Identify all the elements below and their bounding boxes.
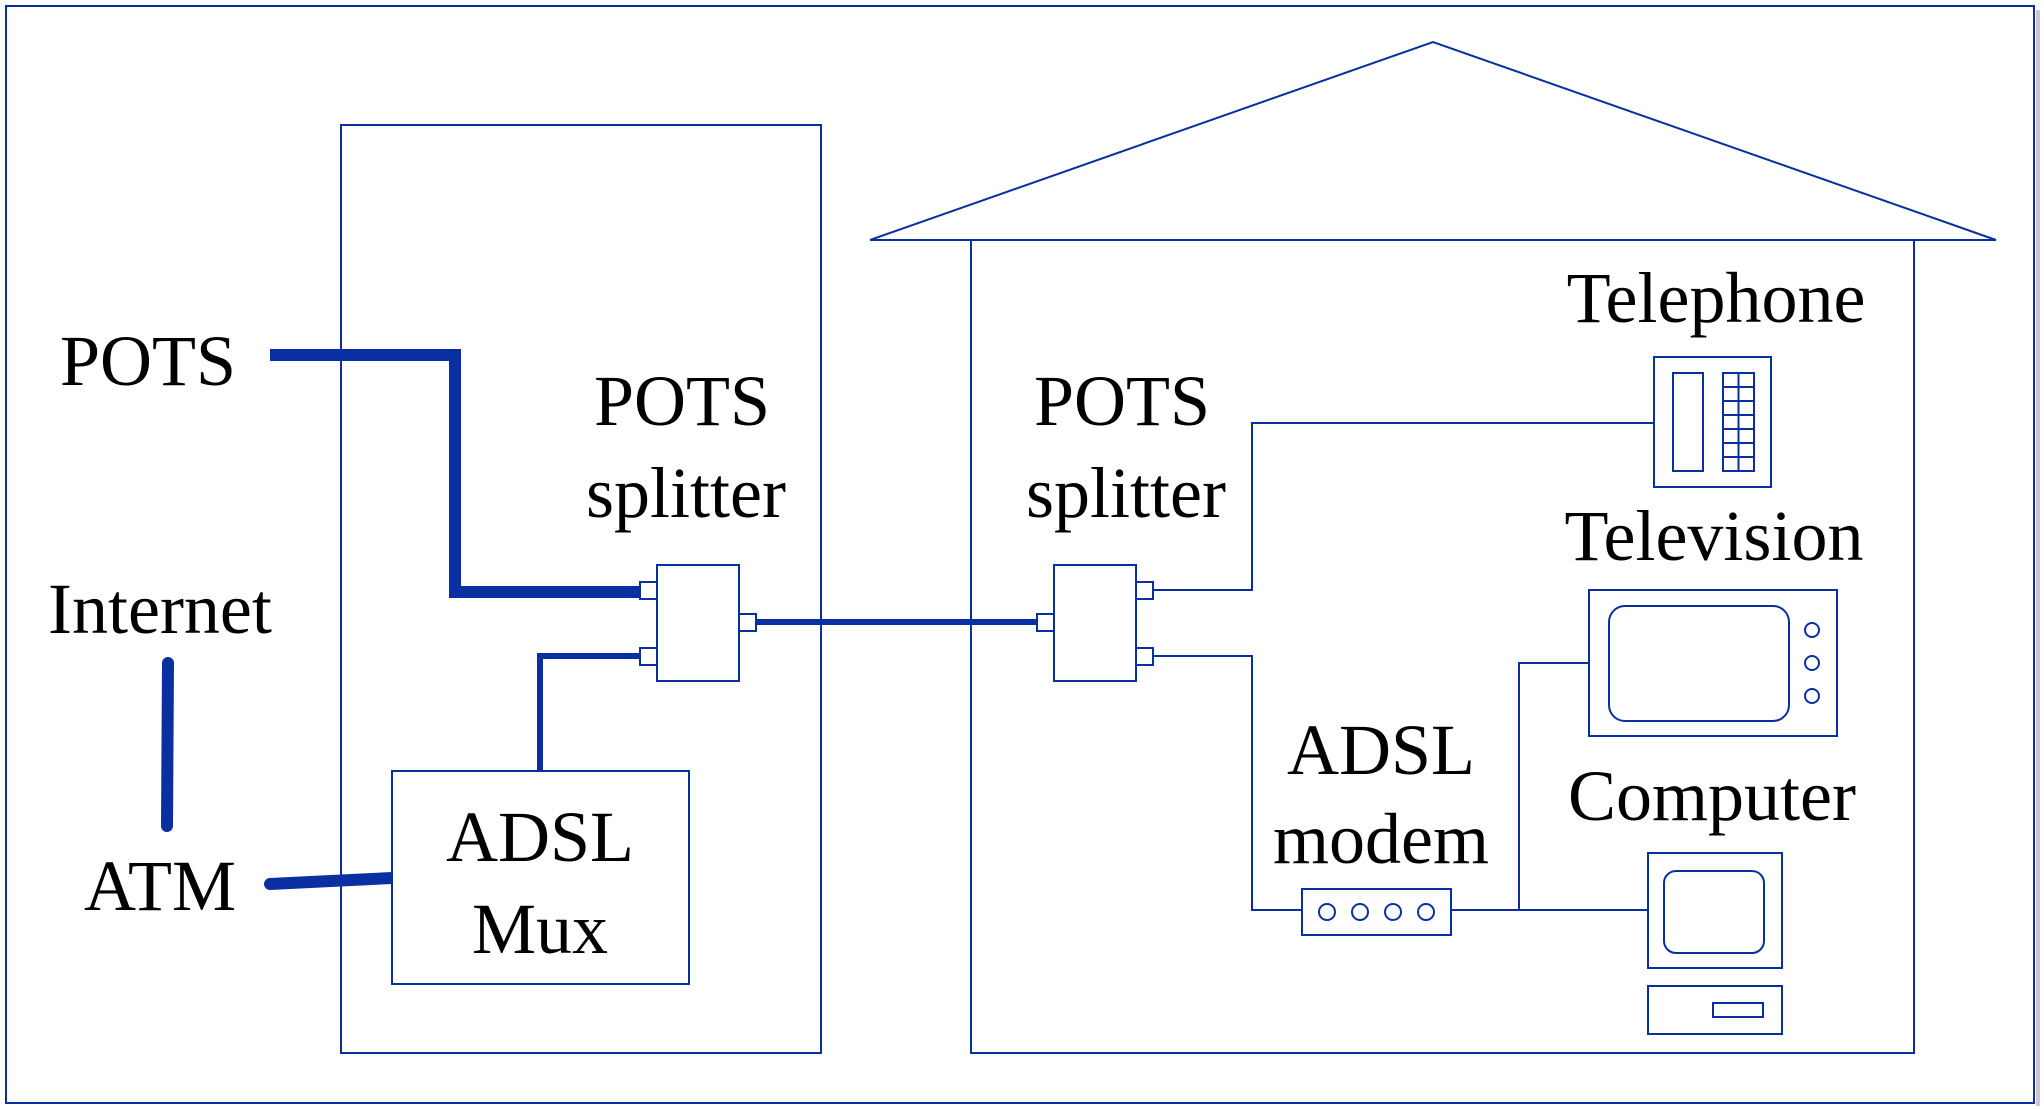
modem-line — [1153, 655, 1302, 911]
tv-knob-1 — [1804, 622, 1820, 638]
home-pots-splitter — [1053, 564, 1137, 682]
modem-label-line2: modem — [1273, 799, 1489, 879]
telephone-label: Telephone — [1567, 258, 1866, 338]
adsl-modem — [1301, 888, 1452, 936]
computer-drive-slot — [1712, 1002, 1764, 1018]
mux-label-line2: Mux — [472, 889, 608, 969]
co-splitter-port-pots — [639, 581, 658, 600]
co-splitter-label-line1: POTS — [594, 361, 770, 441]
television-icon — [1588, 589, 1838, 737]
pots-label: POTS — [60, 321, 236, 401]
central-office-box — [340, 124, 822, 1054]
atm-label: ATM — [84, 846, 236, 926]
modem-tv-line — [1451, 662, 1589, 911]
computer-base-icon — [1647, 985, 1783, 1035]
adsl-mux-box — [391, 770, 690, 985]
tv-knob-3 — [1804, 688, 1820, 704]
home-splitter-label-line2: splitter — [1026, 453, 1226, 533]
modem-led-3 — [1384, 903, 1402, 921]
home-splitter-port-phone — [1135, 581, 1154, 600]
television-screen — [1608, 605, 1790, 722]
co-splitter-port-line — [738, 613, 757, 632]
house-roof — [869, 40, 1997, 241]
home-splitter-port-line — [1036, 613, 1055, 632]
computer-label: Computer — [1568, 756, 1856, 836]
pots-line — [270, 349, 640, 598]
home-splitter-port-data — [1135, 647, 1154, 666]
telephone-handset — [1672, 372, 1704, 472]
modem-led-2 — [1351, 903, 1369, 921]
atm-mux-line — [264, 872, 398, 890]
mux-label-line1: ADSL — [446, 797, 634, 877]
television-label: Television — [1565, 496, 1864, 576]
mux-splitter-line — [537, 653, 640, 770]
co-splitter-port-mux — [639, 647, 658, 666]
co-pots-splitter — [656, 564, 740, 682]
modem-label-line1: ADSL — [1287, 710, 1475, 790]
tv-knob-2 — [1804, 655, 1820, 671]
outer-frame — [5, 5, 2035, 1104]
modem-led-4 — [1417, 903, 1435, 921]
internet-label: Internet — [48, 569, 272, 649]
co-splitter-label-line2: splitter — [586, 453, 786, 533]
home-splitter-label-line1: POTS — [1034, 361, 1210, 441]
computer-screen — [1663, 870, 1765, 954]
house-body — [970, 239, 1915, 1054]
phone-line — [1153, 422, 1654, 591]
modem-led-1 — [1318, 903, 1336, 921]
internet-atm-line — [161, 657, 174, 832]
